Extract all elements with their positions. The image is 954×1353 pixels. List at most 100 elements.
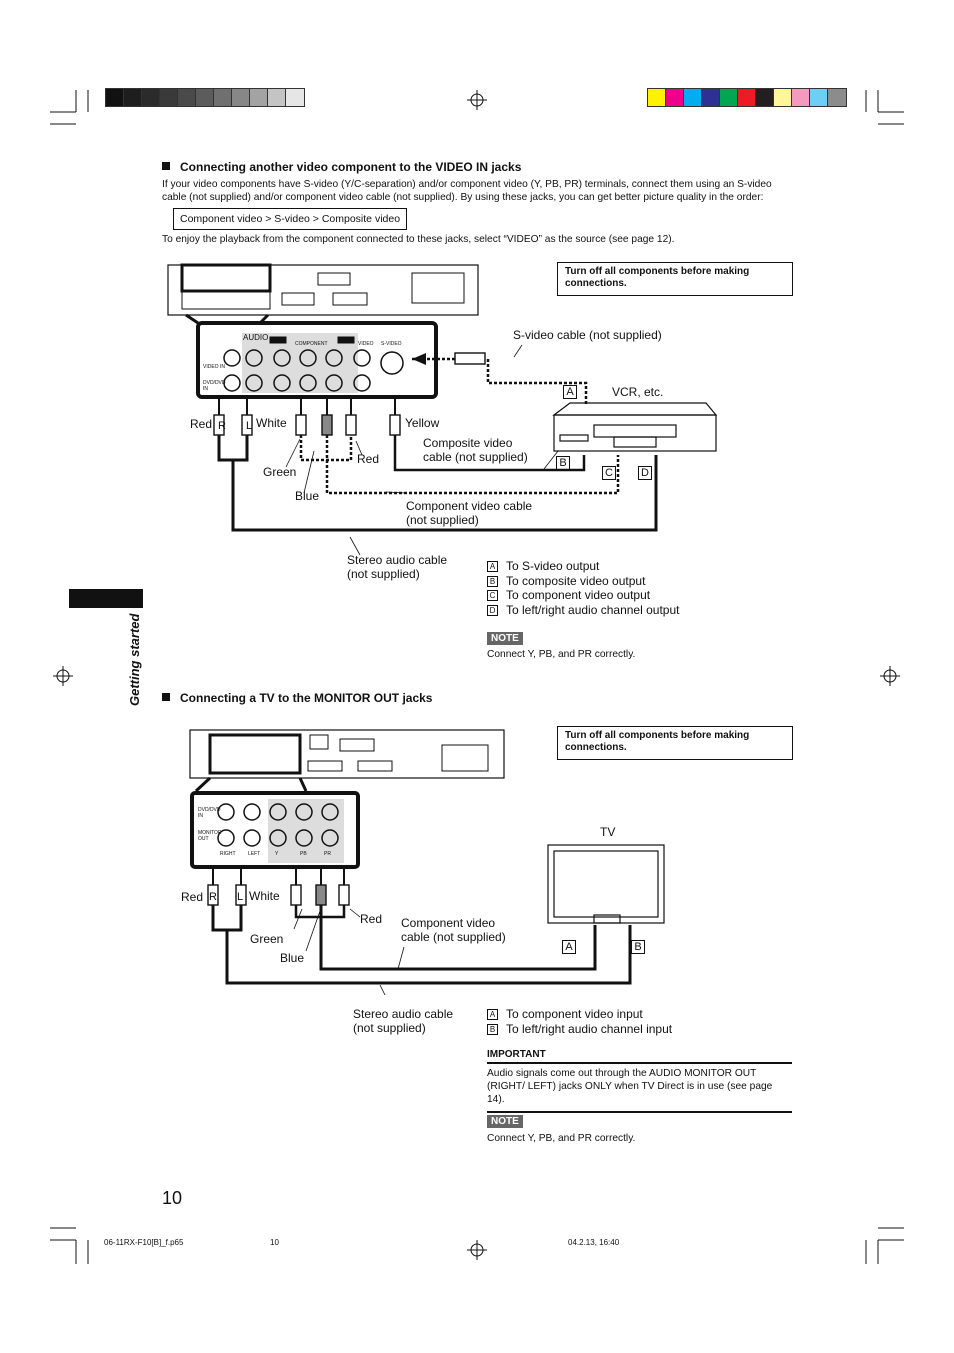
calibration-swatch <box>647 88 667 107</box>
plug-l-label: L <box>246 420 253 432</box>
playback-note: To enjoy the playback from the component… <box>162 234 675 245</box>
panel-label-monitor-out: MONITOR OUT <box>198 830 222 842</box>
note-badge-2: NOTE <box>487 1115 523 1128</box>
panel-label-y: Y <box>275 851 279 857</box>
sidebar-label: Getting started <box>127 613 142 706</box>
calibration-swatch <box>773 88 793 107</box>
important-box: IMPORTANT Audio signals come out through… <box>487 1049 792 1113</box>
footer-date: 04.2.13, 16:40 <box>568 1238 620 1247</box>
marker-a-2: A <box>562 940 576 954</box>
important-title: IMPORTANT <box>487 1049 792 1064</box>
calibration-swatch <box>141 88 161 107</box>
composite-cable-label: Composite video cable (not supplied) <box>423 436 528 464</box>
calibration-swatch <box>213 88 233 107</box>
marker-a: A <box>563 385 577 399</box>
calibration-swatch <box>177 88 197 107</box>
calibration-swatch <box>195 88 215 107</box>
panel-label-right: RIGHT <box>220 851 236 857</box>
panel-label-audio: AUDIO <box>243 333 269 342</box>
panel-label-dvd: DVD/DVD IN <box>203 380 226 392</box>
calibration-swatch <box>231 88 251 107</box>
stereo-cable-label-2: Stereo audio cable (not supplied) <box>353 1007 454 1035</box>
calibration-swatch <box>809 88 829 107</box>
plug-r-label: R <box>218 420 226 432</box>
section1-heading: Connecting another video component to th… <box>162 160 521 174</box>
note-text: Connect Y, PB, and PR correctly. <box>487 649 636 660</box>
calibration-swatch <box>827 88 847 107</box>
calibration-swatch <box>755 88 775 107</box>
calibration-swatch <box>249 88 269 107</box>
calibration-swatch <box>159 88 179 107</box>
label-green-2: Green <box>250 932 284 946</box>
label-blue: Blue <box>295 489 320 503</box>
video-in-diagram <box>167 263 718 556</box>
label-white-2: White <box>249 889 280 903</box>
stereo-cable-label: Stereo audio cable (not supplied) <box>347 553 448 581</box>
receiver-rear-panel <box>167 264 479 316</box>
panel-label-left: LEFT <box>248 851 261 857</box>
monitor-out-diagram <box>189 729 665 995</box>
plug-r-label-2: R <box>209 891 217 903</box>
marker-d: D <box>638 466 652 480</box>
footer-page: 10 <box>270 1238 279 1247</box>
enlarged-jack-panel <box>196 321 438 399</box>
svideo-cable-label: S-video cable (not supplied) <box>513 328 662 342</box>
calibration-swatch <box>737 88 757 107</box>
footer-file: 06-11RX-F10[B]_f.p65 <box>104 1238 184 1247</box>
calibration-swatch <box>267 88 287 107</box>
calibration-swatch <box>791 88 811 107</box>
section2-heading: Connecting a TV to the MONITOR OUT jacks <box>162 691 432 705</box>
marker-b: B <box>556 456 570 470</box>
calibration-swatch <box>701 88 721 107</box>
marker-c: C <box>602 466 616 480</box>
vcr-illustration <box>552 402 718 452</box>
receiver-rear-panel-2 <box>189 729 505 779</box>
tv-illustration <box>547 844 665 924</box>
calibration-swatch <box>285 88 305 107</box>
note-badge: NOTE <box>487 632 523 645</box>
calibration-swatch <box>719 88 739 107</box>
panel-label-video: VIDEO <box>358 341 374 347</box>
component-cable-label: Component video cable (not supplied) <box>406 499 533 527</box>
panel-label-component: COMPONENT <box>295 341 328 347</box>
quality-order-box: Component video > S-video > Composite vi… <box>173 208 408 230</box>
calibration-swatch <box>123 88 143 107</box>
page-number: 10 <box>162 1188 183 1208</box>
label-blue-2: Blue <box>280 951 305 965</box>
sidebar-tab <box>69 589 143 608</box>
label-white: White <box>256 416 287 430</box>
label-red: Red <box>190 417 213 431</box>
panel-label-pr: PR <box>324 851 331 857</box>
vcr-label: VCR, etc. <box>612 385 664 399</box>
panel-label-dvd-in: DVD/DVD IN <box>198 807 221 819</box>
calibration-swatch <box>683 88 703 107</box>
component-cable-label-2: Component video cable (not supplied) <box>401 916 506 944</box>
marker-b-2: B <box>631 940 645 954</box>
enlarged-monitor-panel <box>190 791 360 869</box>
panel-label-pb: PB <box>300 851 307 857</box>
label-red-4: Red <box>360 912 383 926</box>
important-text: Audio signals come out through the AUDIO… <box>487 1064 792 1113</box>
panel-label-svideo: S-VIDEO <box>381 341 402 347</box>
label-yellow: Yellow <box>405 416 440 430</box>
section1-intro: If your video components have S-video (Y… <box>162 179 772 203</box>
note-text-2: Connect Y, PB, and PR correctly. <box>487 1133 636 1144</box>
label-green: Green <box>263 465 297 479</box>
panel-label-video-in: VIDEO IN <box>203 364 225 370</box>
calibration-swatch <box>105 88 125 107</box>
label-red-2: Red <box>357 452 380 466</box>
warning-box: Turn off all components before making co… <box>557 262 793 296</box>
warning-box-2: Turn off all components before making co… <box>557 726 793 760</box>
label-red-3: Red <box>181 890 204 904</box>
calibration-swatch <box>665 88 685 107</box>
plug-l-label-2: L <box>237 891 244 903</box>
